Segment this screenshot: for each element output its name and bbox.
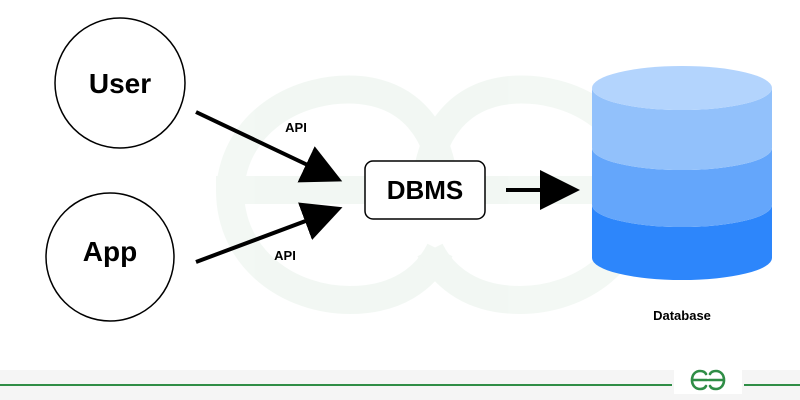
app-node: App <box>45 192 175 322</box>
app-to-dbms-label: API <box>274 248 296 263</box>
user-node: User <box>54 17 186 149</box>
user-node-label: User <box>89 68 151 99</box>
dbms-node: DBMS <box>364 160 486 220</box>
database-top-cap <box>592 66 772 110</box>
database-middle-layer <box>592 148 772 227</box>
brand-logo-icon <box>690 369 726 391</box>
app-node-label: App <box>83 236 137 267</box>
database-upper-layer <box>592 88 772 170</box>
footer-bar <box>0 368 800 400</box>
database-label: Database <box>653 308 711 323</box>
user-to-dbms-label: API <box>285 120 307 135</box>
app-to-dbms-arrow <box>195 202 343 264</box>
database-node <box>592 66 772 280</box>
dbms-node-label: DBMS <box>387 175 464 205</box>
database-bottom-layer <box>592 205 772 280</box>
user-to-dbms-arrow <box>195 110 343 183</box>
